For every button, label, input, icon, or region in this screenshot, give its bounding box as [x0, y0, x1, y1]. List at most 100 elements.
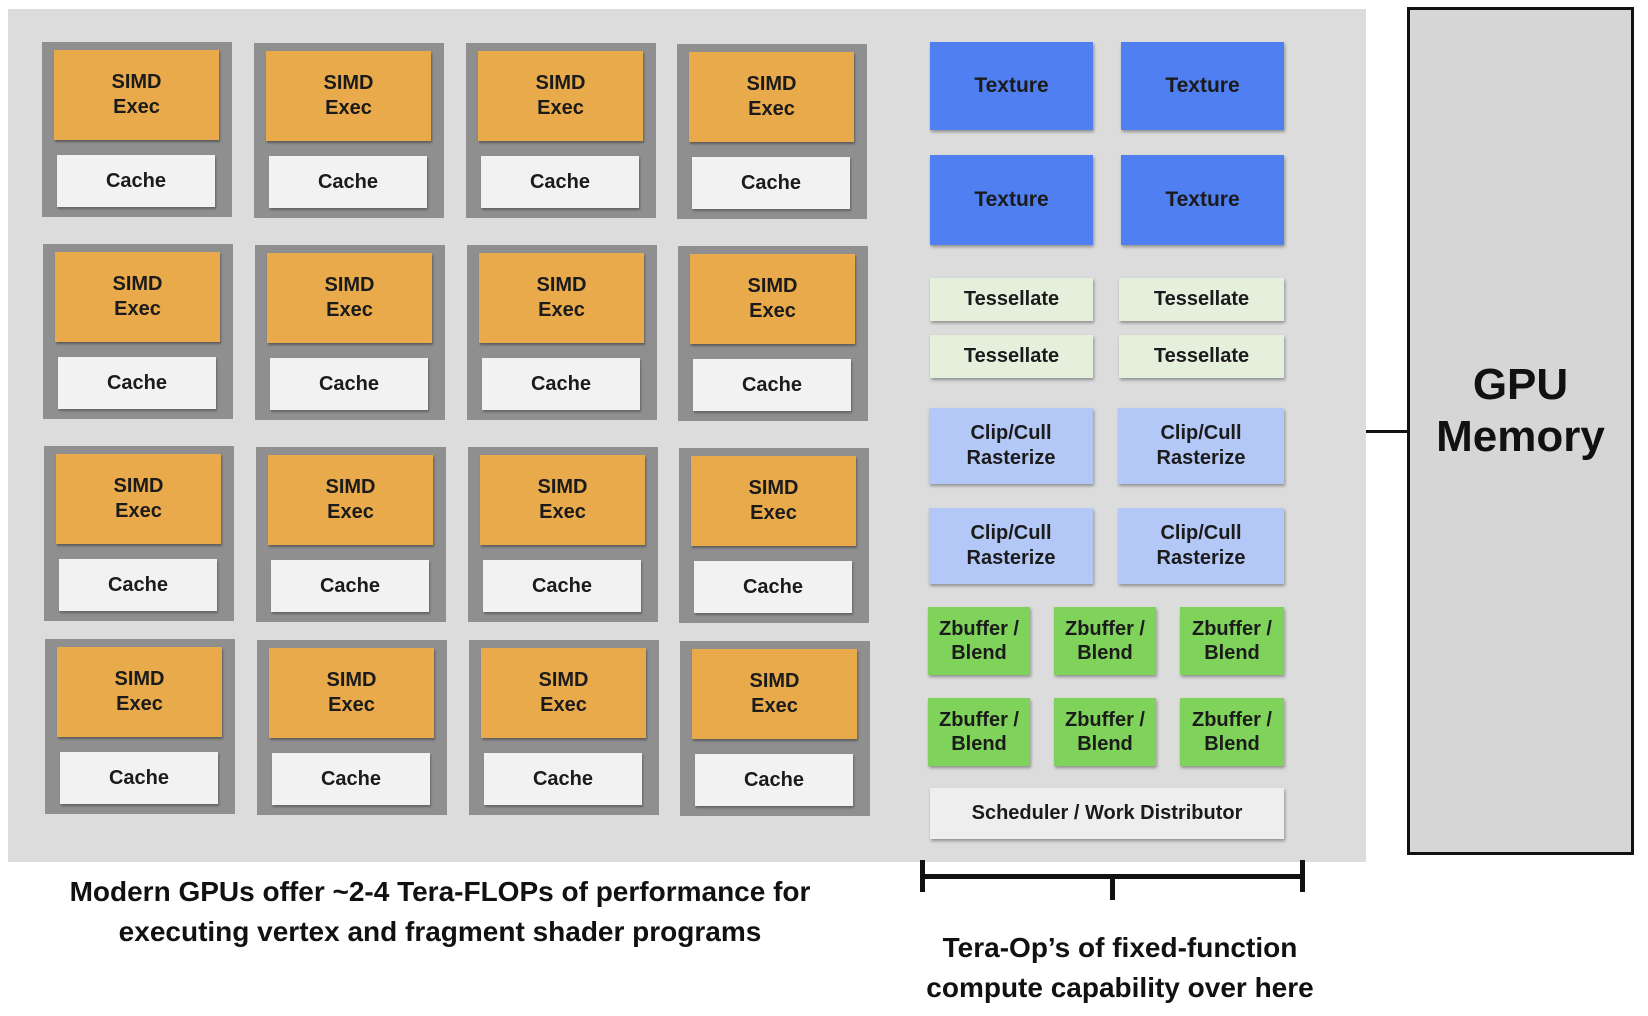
- simd-label: SIMD: [323, 72, 374, 94]
- cache-unit: Cache: [270, 358, 428, 410]
- zbuffer-blend-unit: Zbuffer / Blend: [1180, 698, 1284, 766]
- exec-label: Exec: [750, 502, 797, 524]
- simd-label: SIMD: [325, 476, 376, 498]
- cache-unit: Cache: [58, 357, 216, 409]
- scheduler-work-distributor: Scheduler / Work Distributor: [930, 788, 1284, 839]
- simd-label: SIMD: [114, 668, 165, 690]
- texture-unit: Texture: [1121, 42, 1284, 130]
- clip-cull-rasterize-unit: Clip/Cull Rasterize: [929, 508, 1093, 584]
- zbuffer-label: Zbuffer /: [1065, 709, 1145, 731]
- rasterize-label: Rasterize: [1156, 447, 1246, 469]
- cache-unit: Cache: [272, 753, 430, 805]
- simd-label: SIMD: [326, 669, 377, 691]
- simd-label: SIMD: [113, 475, 164, 497]
- zbuffer-blend-unit: Zbuffer / Blend: [1054, 607, 1156, 675]
- simd-exec-unit: SIMD Exec: [57, 647, 222, 737]
- zbuffer-blend-unit: Zbuffer / Blend: [928, 607, 1030, 675]
- zbuffer-label: Zbuffer /: [939, 618, 1019, 640]
- simd-exec-unit: SIMD Exec: [56, 454, 221, 544]
- gpu-memory-label-line2: Memory: [1436, 412, 1605, 461]
- tessellate-unit: Tessellate: [1119, 278, 1284, 321]
- caption-line: Modern GPUs offer ~2-4 Tera-FLOPs of per…: [69, 876, 811, 907]
- tessellate-unit: Tessellate: [1119, 335, 1284, 378]
- exec-label: Exec: [751, 695, 798, 717]
- simd-label: SIMD: [112, 273, 163, 295]
- zbuffer-label: Zbuffer /: [1192, 618, 1272, 640]
- clip-cull-label: Clip/Cull: [1160, 522, 1242, 544]
- simd-label: SIMD: [537, 476, 588, 498]
- exec-label: Exec: [116, 693, 163, 715]
- cache-unit: Cache: [60, 752, 218, 804]
- exec-label: Exec: [748, 98, 795, 120]
- simd-exec-unit: SIMD Exec: [692, 649, 857, 739]
- blend-label: Blend: [1204, 642, 1260, 664]
- cache-unit: Cache: [695, 754, 853, 806]
- rasterize-label: Rasterize: [1156, 547, 1246, 569]
- zbuffer-label: Zbuffer /: [1065, 618, 1145, 640]
- simd-label: SIMD: [535, 72, 586, 94]
- cache-unit: Cache: [269, 156, 427, 208]
- exec-label: Exec: [115, 500, 162, 522]
- cache-unit: Cache: [59, 559, 217, 611]
- texture-unit: Texture: [930, 42, 1093, 130]
- caption-line: executing vertex and fragment shader pro…: [118, 916, 762, 947]
- cache-unit: Cache: [271, 560, 429, 612]
- fixed-function-caption: Tera-Op’s of fixed-function compute capa…: [900, 928, 1340, 1008]
- zbuffer-blend-unit: Zbuffer / Blend: [1180, 607, 1284, 675]
- zbuffer-label: Zbuffer /: [939, 709, 1019, 731]
- simd-label: SIMD: [746, 73, 797, 95]
- memory-connector-line: [1366, 430, 1407, 433]
- gpu-memory-label-line1: GPU: [1472, 360, 1569, 409]
- clip-cull-label: Clip/Cull: [1160, 422, 1242, 444]
- cache-unit: Cache: [483, 560, 641, 612]
- clip-cull-rasterize-unit: Clip/Cull Rasterize: [1118, 408, 1284, 484]
- exec-label: Exec: [327, 501, 374, 523]
- clip-cull-rasterize-unit: Clip/Cull Rasterize: [1118, 508, 1284, 584]
- blend-label: Blend: [1077, 642, 1133, 664]
- blend-label: Blend: [951, 733, 1007, 755]
- simd-label: SIMD: [538, 669, 589, 691]
- cache-unit: Cache: [694, 561, 852, 613]
- exec-label: Exec: [540, 694, 587, 716]
- simd-exec-unit: SIMD Exec: [691, 456, 856, 546]
- cache-unit: Cache: [481, 156, 639, 208]
- tessellate-unit: Tessellate: [930, 278, 1093, 321]
- simd-exec-unit: SIMD Exec: [689, 52, 854, 142]
- exec-label: Exec: [326, 299, 373, 321]
- gpu-memory-block: GPU Memory: [1407, 7, 1634, 855]
- cache-unit: Cache: [693, 359, 851, 411]
- blend-label: Blend: [1204, 733, 1260, 755]
- simd-exec-unit: SIMD Exec: [481, 648, 646, 738]
- cache-unit: Cache: [484, 753, 642, 805]
- exec-label: Exec: [749, 300, 796, 322]
- caption-line: compute capability over here: [926, 972, 1314, 1003]
- cache-unit: Cache: [692, 157, 850, 209]
- simd-label: SIMD: [748, 477, 799, 499]
- blend-label: Blend: [1077, 733, 1133, 755]
- simd-exec-unit: SIMD Exec: [268, 455, 433, 545]
- cache-unit: Cache: [482, 358, 640, 410]
- zbuffer-blend-unit: Zbuffer / Blend: [1054, 698, 1156, 766]
- simd-label: SIMD: [749, 670, 800, 692]
